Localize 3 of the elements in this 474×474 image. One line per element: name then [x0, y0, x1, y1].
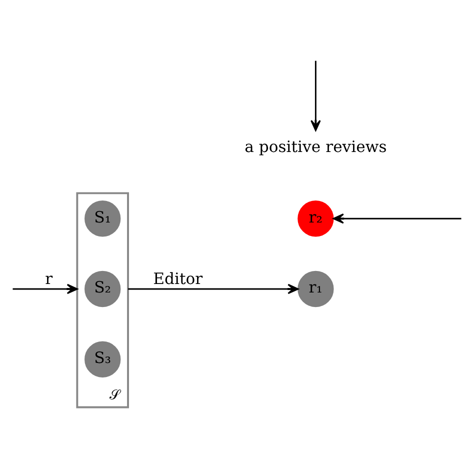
node-text: a positive reviews — [244, 136, 387, 156]
edge-label: r — [45, 268, 53, 288]
edge-label: Editor — [153, 268, 203, 288]
